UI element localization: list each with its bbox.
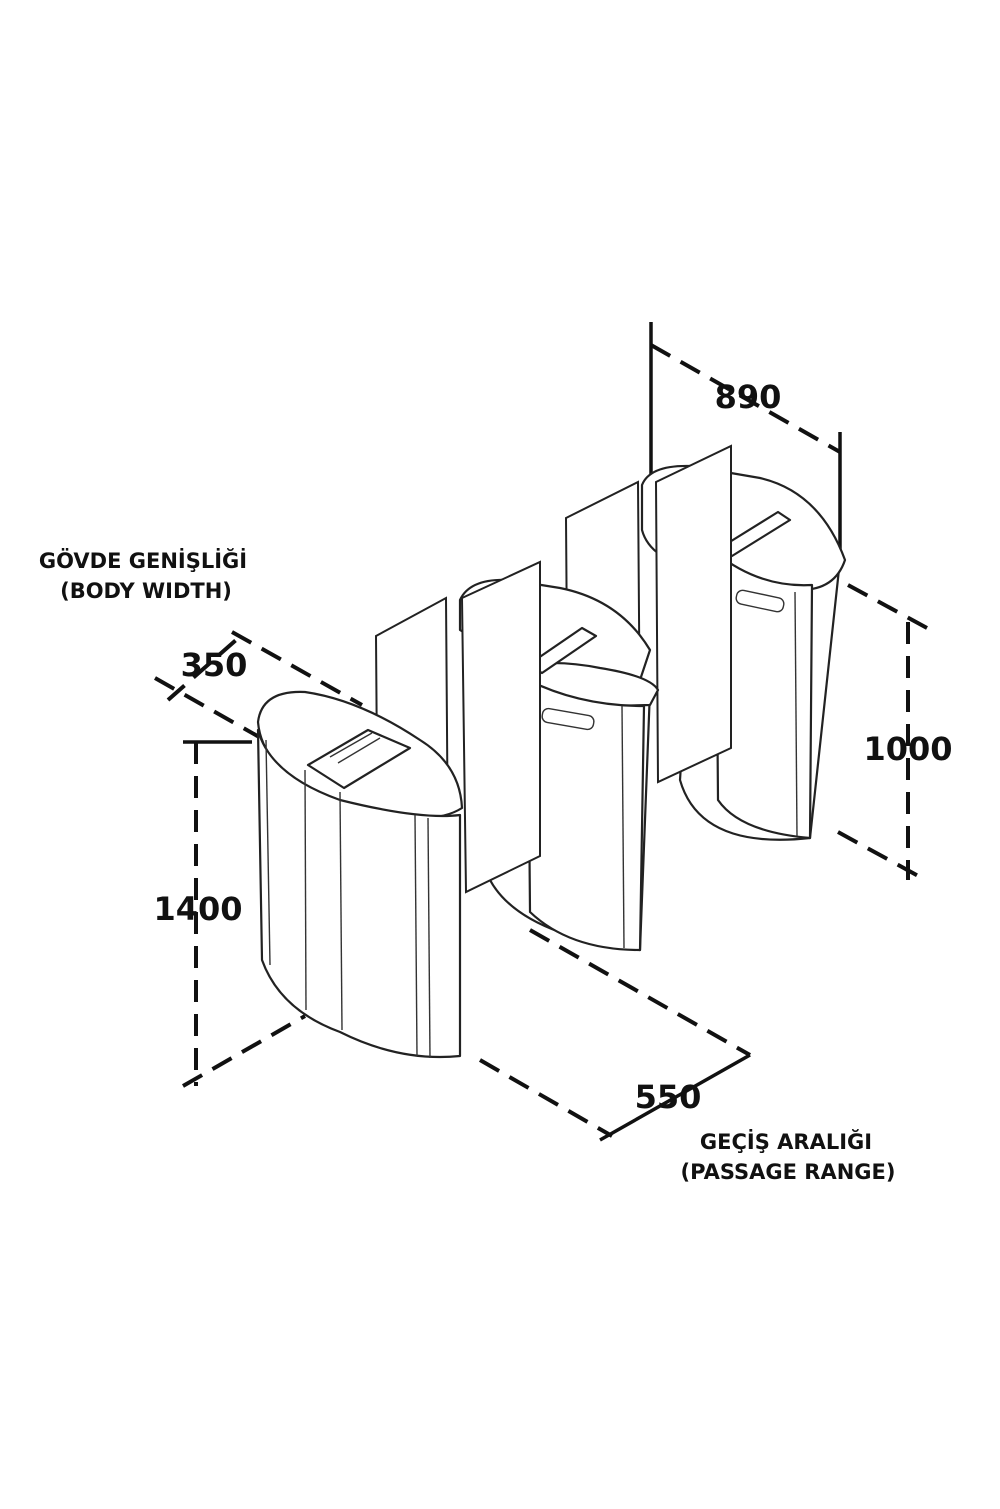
dimension-550-label: 550 xyxy=(635,1078,702,1116)
dimension-890-label: 890 xyxy=(715,378,782,416)
dimension-1000-label: 1000 xyxy=(863,730,952,768)
body-width-caption-en: (BODY WIDTH) xyxy=(60,579,232,603)
dimension-350 xyxy=(154,630,363,744)
dimension-890 xyxy=(649,322,842,560)
flap-panel xyxy=(460,560,541,894)
dimension-550 xyxy=(479,928,751,1142)
flap-panel xyxy=(654,444,732,784)
dimension-350-label: 350 xyxy=(181,646,248,684)
body-width-caption-tr: GÖVDE GENİŞLİĞİ xyxy=(39,548,247,573)
dimension-1400-label: 1400 xyxy=(153,890,242,928)
dimension-1000 xyxy=(837,583,928,880)
passage-caption-tr: GEÇİŞ ARALIĞI xyxy=(700,1129,872,1154)
passage-caption-en: (PASSAGE RANGE) xyxy=(681,1160,896,1184)
turnstile-unit-front xyxy=(256,690,464,1059)
dimension-1400 xyxy=(182,740,306,1088)
